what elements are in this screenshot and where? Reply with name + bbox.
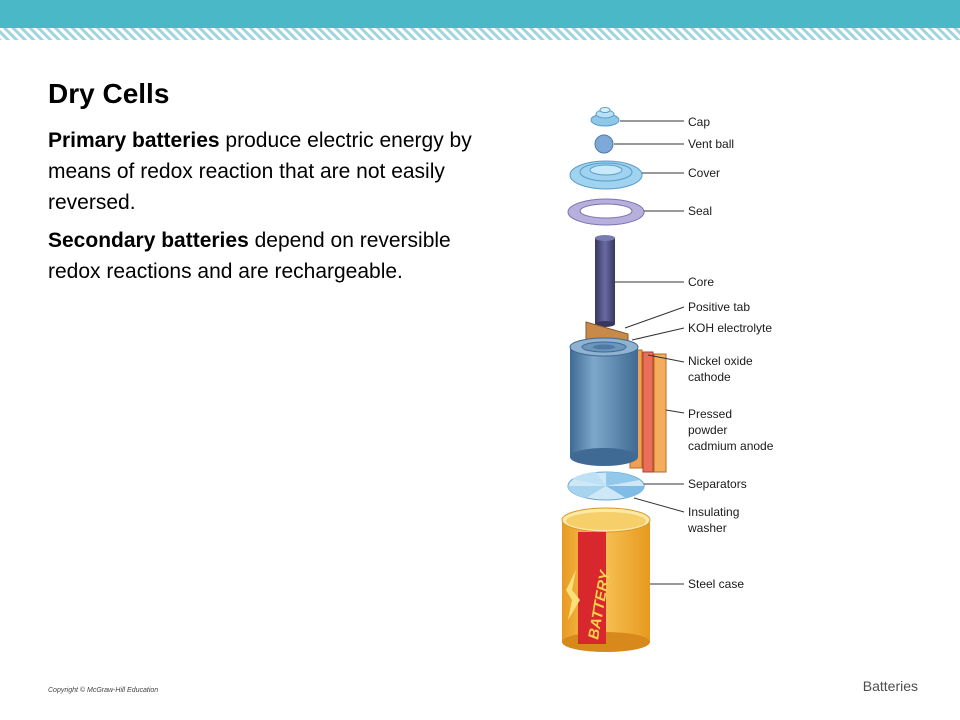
secondary-batteries-term: Secondary batteries bbox=[48, 229, 249, 252]
steel-case-part: BATTERY bbox=[561, 507, 651, 652]
primary-batteries-definition: produce electric energy by means of redo… bbox=[48, 129, 472, 214]
label-cadmium-anode: cadmium anode bbox=[688, 439, 774, 453]
slide-title: Dry Cells bbox=[48, 78, 170, 109]
label-cathode: cathode bbox=[688, 370, 731, 384]
primary-batteries-term: Primary batteries bbox=[48, 129, 220, 152]
label-cap: Cap bbox=[688, 115, 710, 129]
label-core: Core bbox=[688, 275, 714, 289]
label-separators: Separators bbox=[688, 477, 747, 491]
cover-part bbox=[569, 160, 643, 190]
label-washer: washer bbox=[687, 521, 727, 535]
label-seal: Seal bbox=[688, 204, 712, 218]
seal-part bbox=[567, 198, 645, 226]
separator-disc bbox=[567, 471, 645, 501]
primary-batteries-text: Primary batteries produce electric energ… bbox=[48, 125, 488, 218]
electrode-roll bbox=[569, 337, 639, 466]
secondary-batteries-definition: depend on reversible redox reactions and… bbox=[48, 229, 451, 283]
vent-ball-part bbox=[594, 134, 614, 154]
footer-topic-label: Batteries bbox=[862, 678, 918, 694]
label-vent-ball: Vent ball bbox=[688, 137, 734, 151]
copyright-notice: Copyright © McGraw-Hill Education bbox=[48, 687, 159, 694]
label-positive-tab: Positive tab bbox=[688, 300, 750, 314]
label-steel-case: Steel case bbox=[688, 577, 744, 591]
header-band bbox=[0, 0, 960, 40]
label-pressed: Pressed bbox=[688, 407, 732, 421]
cap-part bbox=[590, 107, 620, 127]
label-powder: powder bbox=[688, 423, 727, 437]
label-cover: Cover bbox=[688, 166, 720, 180]
core-part bbox=[595, 235, 615, 327]
label-insulating: Insulating bbox=[688, 505, 739, 519]
secondary-batteries-text: Secondary batteries depend on reversible… bbox=[48, 225, 488, 287]
label-nickel-oxide: Nickel oxide bbox=[688, 354, 753, 368]
battery-exploded-diagram: BATTERY Cap Vent ball Cover Seal Core Po… bbox=[561, 107, 774, 652]
leader-lines bbox=[614, 120, 685, 585]
label-koh-electrolyte: KOH electrolyte bbox=[688, 321, 772, 335]
